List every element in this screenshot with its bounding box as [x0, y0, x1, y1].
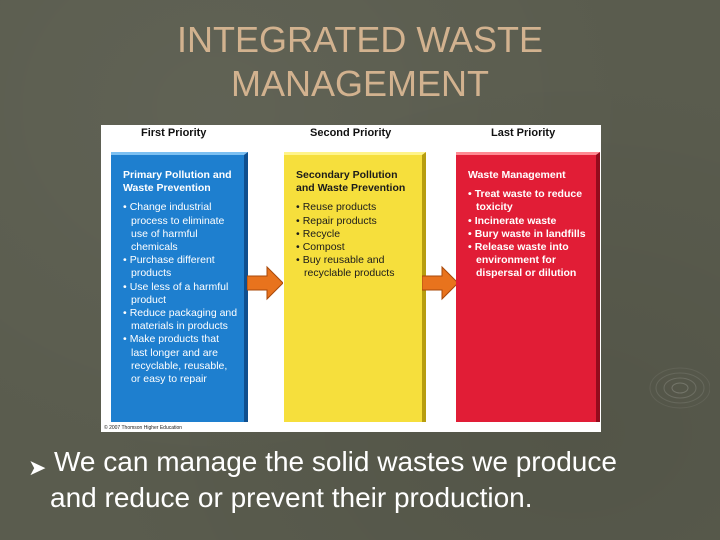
- slide-title-line-1: INTEGRATED WASTE: [176, 19, 543, 60]
- list-item: Change industrial process to eliminate u…: [123, 201, 238, 254]
- slide-bullet: ➤ We can manage the solid wastes we prod…: [28, 444, 718, 516]
- list-item: Make products that last longer and are r…: [123, 333, 238, 386]
- arrow-bullet-icon: ➤: [28, 455, 47, 480]
- figure-copyright: © 2007 Thomson Higher Education: [104, 425, 183, 431]
- panel-primary-list: Change industrial process to eliminate u…: [123, 201, 238, 386]
- list-item: Release waste into environment for dispe…: [468, 241, 590, 281]
- list-item: Compost: [296, 241, 416, 254]
- list-item: Purchase different products: [123, 254, 238, 280]
- list-item: Reduce packaging and materials in produc…: [123, 307, 238, 333]
- heading-first-priority: First Priority: [141, 127, 207, 139]
- list-item: Recycle: [296, 228, 416, 241]
- list-item: Treat waste to reduce toxicity: [468, 188, 590, 214]
- panel-primary-prevention: Primary Pollution and Waste Prevention C…: [111, 152, 248, 422]
- bullet-line-1: We can manage the solid wastes we produc…: [54, 446, 617, 477]
- panel-last-list: Treat waste to reduce toxicity Incinerat…: [468, 188, 590, 280]
- list-item: Bury waste in landfills: [468, 228, 590, 241]
- panel-last-title: Waste Management: [468, 169, 566, 181]
- slide-title-line-2: MANAGEMENT: [230, 63, 489, 104]
- water-ripple-decoration-icon: [649, 367, 710, 409]
- panel-waste-management: Waste Management Treat waste to reduce t…: [456, 152, 600, 422]
- panel-primary-title: Primary Pollution and Waste Prevention: [123, 169, 232, 195]
- arrow-right-icon: [422, 265, 458, 301]
- bullet-line-2: and reduce or prevent their production.: [50, 482, 533, 513]
- slide-title: INTEGRATED WASTE MANAGEMENT: [0, 18, 720, 106]
- panel-secondary-prevention: Secondary Pollution and Waste Prevention…: [284, 152, 426, 422]
- heading-second-priority: Second Priority: [310, 127, 392, 139]
- list-item: Repair products: [296, 215, 416, 228]
- list-item: Incinerate waste: [468, 215, 590, 228]
- list-item: Use less of a harmful product: [123, 281, 238, 307]
- heading-last-priority: Last Priority: [491, 127, 556, 139]
- bullet-text: We can manage the solid wastes we produc…: [50, 444, 718, 516]
- panel-secondary-title: Secondary Pollution and Waste Prevention: [296, 169, 406, 195]
- panel-secondary-list: Reuse products Repair products Recycle C…: [296, 201, 416, 280]
- list-item: Reuse products: [296, 201, 416, 214]
- list-item: Buy reusable and recyclable products: [296, 254, 416, 280]
- priority-figure: First Priority Second Priority Last Prio…: [101, 125, 601, 432]
- arrow-right-icon: [247, 265, 283, 301]
